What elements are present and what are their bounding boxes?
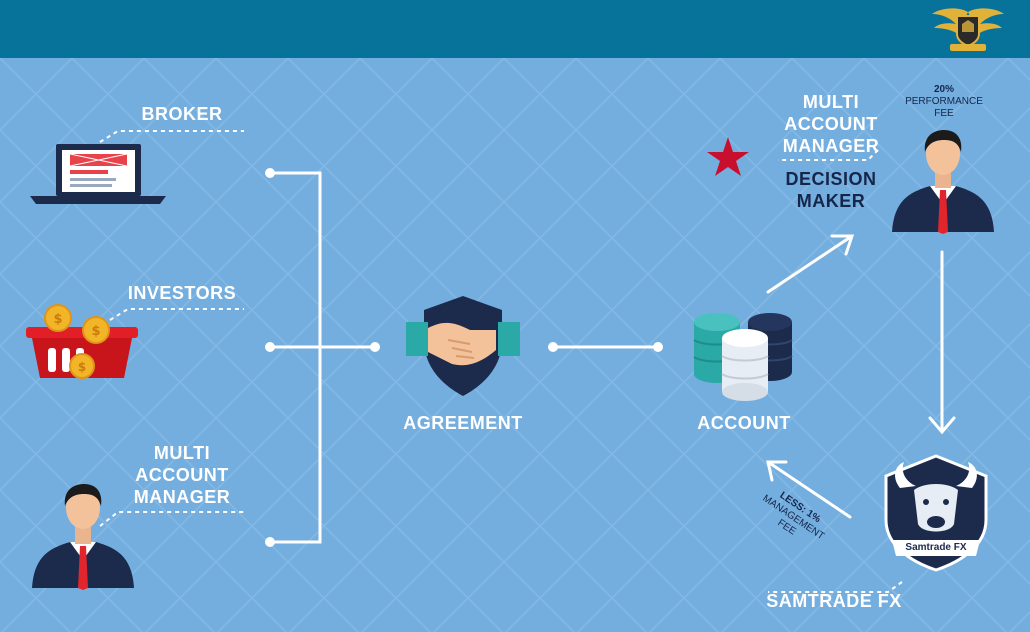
mam-left-line-1: MULTI — [153, 443, 211, 463]
performance-fee-label: 20% PERFORMANCE FEE — [898, 84, 990, 120]
mam-right-line-3: MANAGER — [782, 136, 880, 156]
decision-maker-line-1: DECISION — [785, 169, 877, 189]
label-underlines — [99, 130, 903, 593]
emblem-text: Samtrade FX — [905, 542, 967, 553]
star-icon — [707, 137, 749, 176]
laptop-icon — [30, 144, 166, 204]
performance-fee-line-3: FEE — [934, 108, 954, 119]
account-label: ACCOUNT — [697, 413, 791, 433]
decision-maker-label: DECISION MAKER — [768, 168, 894, 212]
svg-text:$: $ — [91, 324, 100, 339]
performance-fee-line-2: PERFORMANCE — [905, 96, 983, 107]
coin-basket-icon: $ $ $ — [26, 304, 138, 379]
broker-label: BROKER — [141, 104, 223, 124]
top-banner — [0, 0, 1030, 58]
svg-text:$: $ — [53, 312, 62, 327]
investors-label: INVESTORS — [127, 283, 237, 303]
samtrade-fx-label: SAMTRADE FX — [766, 591, 902, 611]
connector-dots — [265, 168, 663, 547]
mam-left-line-3: MANAGER — [133, 487, 231, 507]
connector-lines — [270, 171, 658, 544]
person-icon — [32, 484, 134, 590]
bull-emblem-icon — [884, 454, 988, 572]
multi-account-manager-left-label: MULTI ACCOUNT MANAGER — [112, 442, 252, 508]
decision-maker-line-2: MAKER — [796, 191, 866, 211]
mam-right-line-1: MULTI — [802, 92, 860, 112]
svg-text:$: $ — [78, 360, 86, 374]
database-icon — [693, 313, 793, 401]
gold-crest-logo — [932, 8, 1004, 51]
handshake-shield-icon — [406, 296, 520, 396]
person-icon — [892, 130, 994, 234]
multi-account-manager-right-label: MULTI ACCOUNT MANAGER — [768, 91, 894, 157]
agreement-label: AGREEMENT — [403, 413, 523, 433]
mam-left-line-2: ACCOUNT — [135, 465, 229, 485]
performance-fee-line-1: 20% — [933, 84, 954, 95]
flow-arrows — [766, 234, 956, 519]
mam-right-line-2: ACCOUNT — [784, 114, 878, 134]
